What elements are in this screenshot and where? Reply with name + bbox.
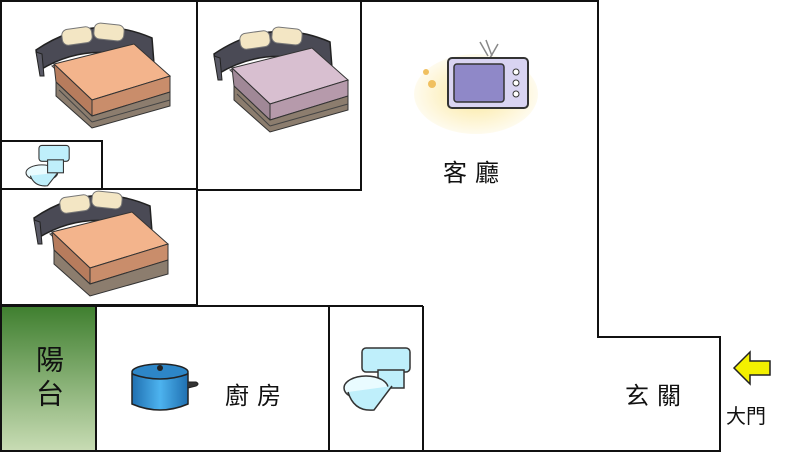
kitchen-label: 廚房 (225, 382, 289, 410)
bed-icon (213, 26, 349, 133)
entrance-label: 玄關 (625, 382, 689, 410)
living-room-label: 客廳 (443, 159, 507, 187)
bed-icon (35, 22, 171, 129)
arrow-left-icon (732, 350, 771, 386)
tv-icon (414, 39, 538, 134)
balcony-label-box: 陽台 (0, 306, 96, 451)
main-door-label: 大門 (726, 404, 766, 428)
toilet-icon (343, 347, 411, 411)
balcony-label: 陽台 (32, 344, 65, 413)
cooking-pot-icon (131, 363, 199, 411)
bed-icon (33, 190, 169, 297)
balcony-area (0, 305, 97, 452)
walls (0, 0, 721, 452)
toilet-icon (25, 144, 70, 187)
